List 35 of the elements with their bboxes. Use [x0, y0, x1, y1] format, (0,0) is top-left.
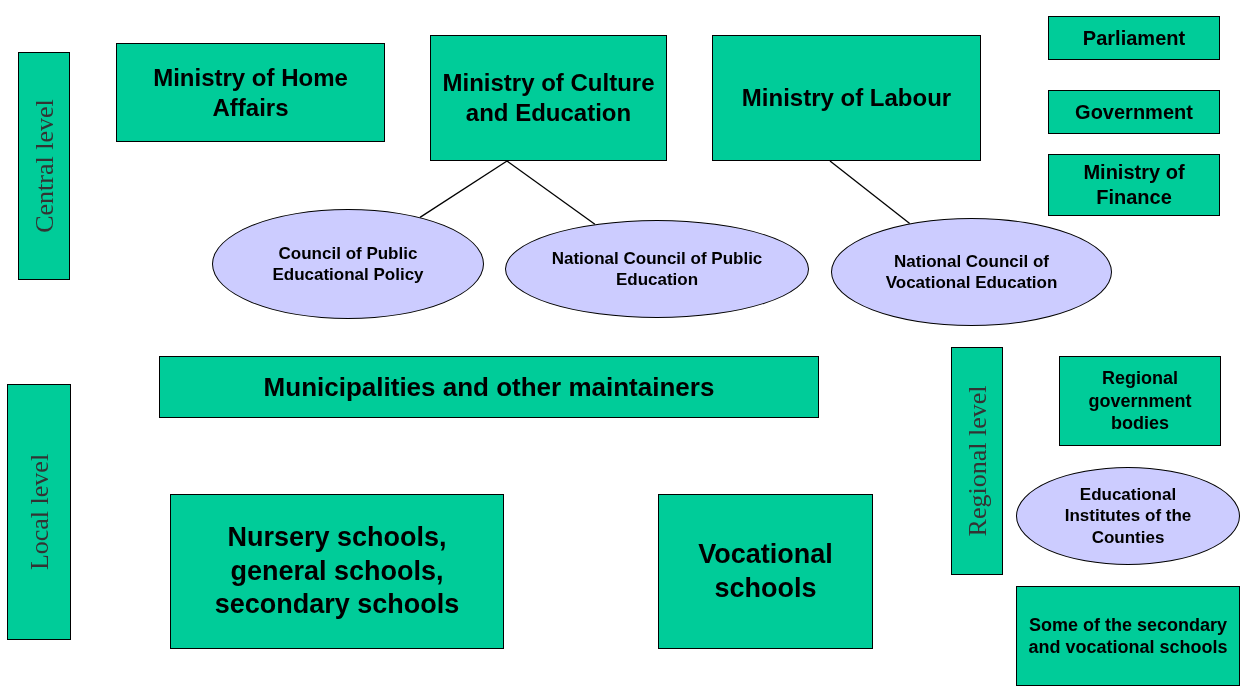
- node-label: Council of Public Educational Policy: [271, 242, 425, 286]
- node-label: Vocational schools: [697, 537, 834, 605]
- node-label: Ministry of Home Affairs: [152, 62, 349, 123]
- node-label: Educational Institutes of the Counties: [1063, 484, 1193, 548]
- organization-box: [1048, 90, 1220, 134]
- node-label: Government: [1075, 99, 1193, 125]
- node-label: Nursery schools, general schools, secondary schools: [213, 520, 461, 622]
- level-label-box: [7, 384, 71, 640]
- organization-box: [1059, 356, 1221, 446]
- node-label: Parliament: [1082, 25, 1186, 51]
- organization-box: [1048, 154, 1220, 216]
- node-label: Municipalities and other maintainers: [263, 370, 715, 404]
- level-label: Regional level: [961, 385, 993, 537]
- level-label: Local level: [23, 453, 55, 571]
- organization-box: [1016, 586, 1240, 686]
- organization-box: [116, 43, 385, 142]
- node-label: National Council of Vocational Education: [884, 250, 1059, 294]
- node-label: Some of the secondary and vocational schools: [1027, 613, 1229, 659]
- node-label: National Council of Public Education: [550, 247, 764, 291]
- node-label: Ministry of Finance: [1082, 160, 1186, 210]
- connector-line: [829, 160, 911, 225]
- node-label: Ministry of Labour: [741, 83, 952, 113]
- level-label-box: [18, 52, 70, 280]
- node-label: Ministry of Culture and Education: [441, 68, 656, 128]
- organization-box: [1048, 16, 1220, 60]
- organization-box: [430, 35, 667, 161]
- organization-box: [712, 35, 981, 161]
- organization-box: [159, 356, 819, 418]
- level-label: Central level: [28, 99, 60, 233]
- organization-box: [170, 494, 504, 649]
- node-label: Regional government bodies: [1087, 367, 1193, 435]
- connector-line: [419, 160, 508, 218]
- connector-line: [506, 160, 596, 225]
- level-label-box: [951, 347, 1003, 575]
- organization-box: [658, 494, 873, 649]
